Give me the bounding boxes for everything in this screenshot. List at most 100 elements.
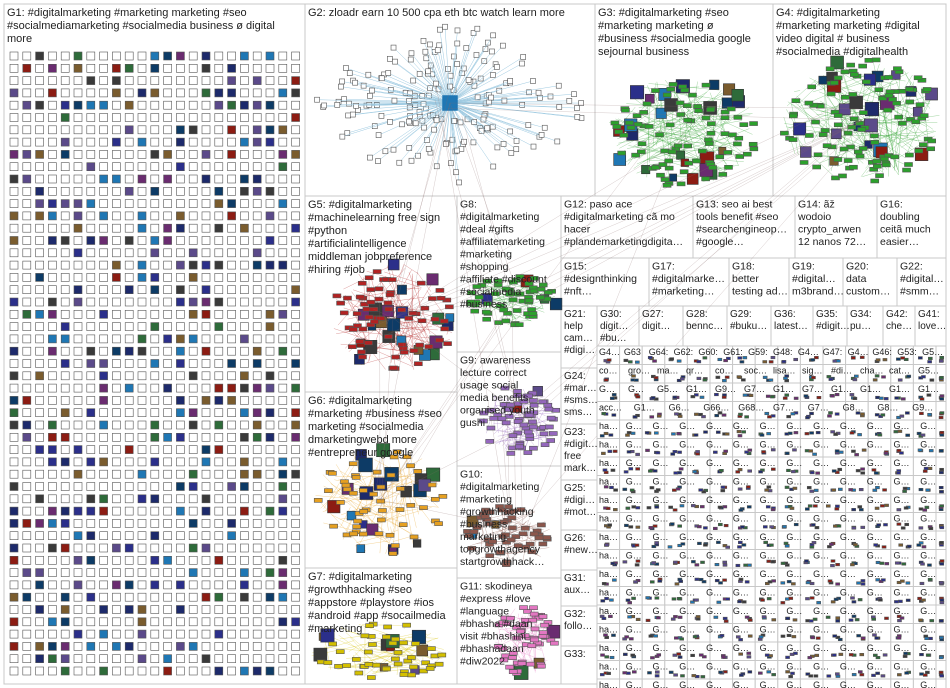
node [189, 200, 197, 208]
node [74, 606, 82, 614]
node [240, 544, 248, 552]
node [48, 630, 56, 638]
node [704, 431, 708, 434]
node [613, 125, 621, 129]
node [940, 376, 944, 379]
node [862, 80, 870, 84]
node [228, 421, 236, 429]
node [631, 432, 635, 435]
node [189, 52, 197, 60]
node [87, 446, 95, 454]
node [849, 619, 853, 622]
node [189, 323, 197, 331]
node [266, 458, 274, 466]
node [253, 237, 261, 245]
node [514, 147, 519, 152]
node [74, 114, 82, 122]
node [784, 542, 788, 545]
node [835, 413, 839, 416]
node [164, 298, 172, 306]
node [125, 298, 133, 306]
node [543, 536, 551, 540]
node [138, 298, 146, 306]
node [176, 593, 184, 601]
node [858, 128, 866, 132]
node [875, 507, 879, 510]
node [399, 523, 407, 527]
node [36, 556, 44, 564]
node [61, 150, 69, 158]
node [189, 89, 197, 97]
node [876, 561, 880, 564]
node [202, 298, 210, 306]
node [215, 175, 223, 183]
node [400, 673, 408, 677]
node [748, 635, 752, 638]
node [138, 470, 146, 478]
node [394, 650, 402, 654]
node [215, 273, 223, 281]
node [292, 64, 300, 72]
node [703, 527, 707, 530]
node [125, 593, 133, 601]
node [10, 101, 18, 109]
node [87, 114, 95, 122]
node [36, 200, 44, 208]
node [292, 261, 300, 269]
node [674, 674, 678, 677]
node [747, 656, 751, 659]
node [138, 495, 146, 503]
node [23, 163, 31, 171]
node [292, 101, 300, 109]
node [228, 273, 236, 281]
node [189, 286, 197, 294]
node [125, 286, 133, 294]
node [292, 187, 300, 195]
node [435, 522, 443, 526]
node [228, 667, 236, 675]
node [176, 64, 184, 72]
node [692, 674, 696, 677]
node [266, 483, 274, 491]
node [202, 224, 210, 232]
node [508, 656, 516, 660]
node [253, 89, 261, 97]
profile-image-node [413, 540, 421, 548]
node [176, 421, 184, 429]
node [391, 544, 399, 548]
node [811, 524, 815, 527]
node [266, 126, 274, 134]
node [858, 433, 862, 436]
node [672, 598, 676, 601]
node [228, 212, 236, 220]
node [850, 432, 854, 435]
profile-image-node [359, 458, 373, 472]
node [48, 433, 56, 441]
node [100, 532, 108, 540]
node [189, 372, 197, 380]
node [789, 675, 793, 678]
node [607, 359, 611, 362]
node [215, 433, 223, 441]
node [650, 486, 654, 489]
node [138, 261, 146, 269]
node [36, 642, 44, 650]
node [670, 358, 674, 361]
node [240, 286, 248, 294]
group-label-g34: G34:pu… [850, 309, 872, 332]
node [903, 655, 907, 658]
node [279, 237, 287, 245]
node [903, 490, 907, 493]
node [189, 581, 197, 589]
node [23, 532, 31, 540]
node [74, 237, 82, 245]
node [176, 642, 184, 650]
node [715, 414, 719, 417]
node [36, 323, 44, 331]
node [906, 582, 910, 585]
node [253, 483, 261, 491]
node [367, 93, 372, 98]
node [520, 102, 525, 107]
node [930, 619, 934, 622]
node [448, 73, 453, 78]
